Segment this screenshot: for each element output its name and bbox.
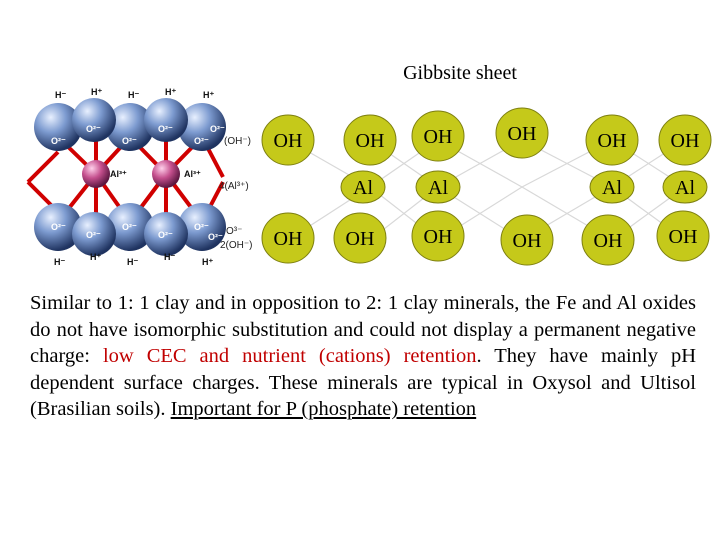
- side-label-al: 4(Al³⁺): [219, 181, 249, 192]
- oh-node-bottom-6: [656, 210, 710, 262]
- oh-label-top-2: OH: [356, 130, 385, 152]
- text-underlined: Important for P (phosphate) retention: [170, 398, 477, 420]
- o-label-bottom-5: O²⁻: [194, 222, 209, 232]
- al-node-2: [415, 170, 461, 204]
- oh-label-bottom-2: OH: [346, 228, 375, 250]
- al-node-1: [340, 170, 386, 204]
- al-node-3: [589, 170, 635, 204]
- oh-label-bottom-5: OH: [594, 230, 623, 252]
- text-intro: Similar to 1: 1 clay and in opposition t…: [30, 292, 696, 367]
- h-label-top-1: H⁻: [55, 90, 66, 100]
- oh-node-top-1: [261, 114, 315, 166]
- al-label-sheet-2: Al: [428, 177, 448, 199]
- o-label-bottom-4: O²⁻: [158, 230, 173, 240]
- text-middle: . They have mainly pH dependent surface …: [30, 345, 696, 420]
- gibbsite-sheet-schematic: OH OH OH OH OH OH Al Al Al Al OH OH OH O…: [261, 107, 712, 266]
- h-label-top-4: H⁺: [165, 87, 176, 97]
- h-label-bottom-4: H⁻: [164, 252, 175, 262]
- al-label-sheet-3: Al: [602, 177, 622, 199]
- oh-label-top-6: OH: [671, 130, 700, 152]
- oh-node-top-4: [495, 107, 549, 159]
- oh-label-bottom-6: OH: [669, 226, 698, 248]
- h-label-bottom-5: H⁺: [202, 257, 213, 267]
- sheet-nodes: [261, 107, 712, 266]
- oh-label-bottom-3: OH: [424, 226, 453, 248]
- al-label-sheet-1: Al: [353, 177, 373, 199]
- oh-node-top-2: [343, 114, 397, 166]
- o-label-bottom-3: O²⁻: [122, 222, 137, 232]
- h-label-top-2: H⁺: [91, 87, 102, 97]
- side-label-oh: (OH⁻): [224, 136, 251, 147]
- oh-label-bottom-1: OH: [274, 228, 303, 250]
- description-paragraph: Similar to 1: 1 clay and in opposition t…: [30, 290, 696, 423]
- o-label-top-4: O²⁻: [158, 124, 173, 134]
- oh-label-top-5: OH: [598, 130, 627, 152]
- gibbsite-ball-model: H⁻ H⁺ H⁻ H⁺ H⁺ O²⁻ O²⁻ O²⁻ O²⁻ O²⁻ O²⁻ A…: [26, 87, 253, 267]
- oh-node-bottom-5: [581, 214, 635, 266]
- h-label-bottom-2: H⁺: [90, 252, 101, 262]
- o-label-bottom-6: O²⁻: [208, 232, 223, 242]
- h-label-top-5: H⁺: [203, 90, 214, 100]
- o-label-bottom-2: O²⁻: [86, 230, 101, 240]
- h-label-top-3: H⁻: [128, 90, 139, 100]
- aluminium-spheres: [82, 160, 180, 188]
- o-label-top-3: O²⁻: [122, 136, 137, 146]
- oh-node-bottom-2: [333, 212, 387, 264]
- top-oxygen-spheres: [34, 98, 226, 151]
- text-highlight-red: low CEC and nutrient (cations) retention: [102, 345, 477, 367]
- bottom-oxygen-spheres: [34, 203, 226, 256]
- oh-label-top-4: OH: [508, 123, 537, 145]
- h-label-bottom-1: H⁻: [54, 257, 65, 267]
- oh-node-top-5: [585, 114, 639, 166]
- oh-node-bottom-3: [411, 210, 465, 262]
- o-label-top-1: O²⁻: [51, 136, 66, 146]
- oh-node-bottom-1: [261, 212, 315, 264]
- side-label-2oh: 2(OH⁻): [220, 240, 253, 251]
- al-label-1: Al³⁺: [110, 169, 127, 179]
- oh-label-bottom-4: OH: [513, 230, 542, 252]
- o-label-top-2: O²⁻: [86, 124, 101, 134]
- o-label-top-5: O²⁻: [194, 136, 209, 146]
- o-label-top-6: O²⁻: [210, 124, 225, 134]
- oh-label-top-1: OH: [274, 130, 303, 152]
- al-label-sheet-4: Al: [675, 177, 695, 199]
- diagram-title: Gibbsite sheet: [403, 62, 517, 84]
- oh-node-bottom-4: [500, 214, 554, 266]
- oh-label-top-3: OH: [424, 126, 453, 148]
- h-label-bottom-3: H⁻: [127, 257, 138, 267]
- oh-node-top-6: [658, 114, 712, 166]
- o-label-bottom-1: O²⁻: [51, 222, 66, 232]
- al-node-4: [662, 170, 708, 204]
- side-label-o: O³⁻: [226, 226, 242, 237]
- al-label-2: Al³⁺: [184, 169, 201, 179]
- oh-node-top-3: [411, 110, 465, 162]
